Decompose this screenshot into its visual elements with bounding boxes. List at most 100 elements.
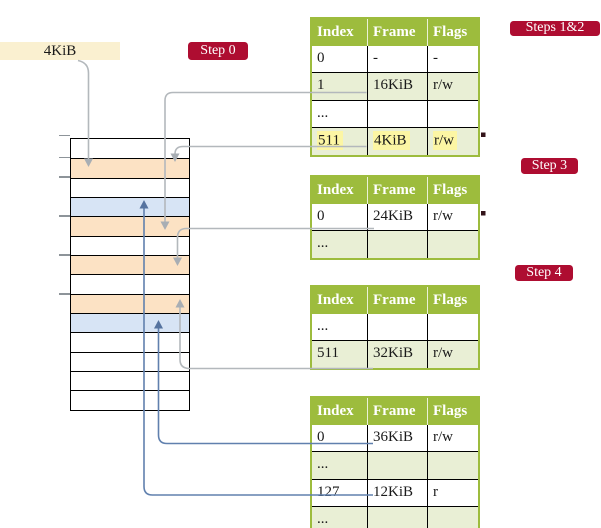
memory-cell-plain [71, 370, 189, 391]
cell-flags: r/w [427, 341, 478, 368]
cell-frame [367, 100, 427, 127]
cell-frame: - [367, 45, 427, 72]
cell-index: 511 [312, 128, 367, 155]
cell-flags [427, 452, 478, 479]
header-flags: Flags [427, 19, 478, 46]
table-header-row: Index Frame Flags [312, 287, 478, 314]
table-header-row: Index Frame Flags [312, 19, 478, 46]
memory-cell-plain [71, 351, 189, 371]
cell-index: 0 [317, 49, 325, 66]
memory-tick [59, 254, 70, 256]
cell-index: 127 [317, 483, 340, 500]
header-flags: Flags [427, 177, 478, 204]
memory-column [70, 138, 190, 411]
cell-frame: 4KiB [367, 128, 427, 155]
memory-cell-table [71, 254, 189, 275]
badge-step-4: Step 4 [515, 265, 573, 281]
page-table-level-4: Index Frame Flags 0 - - 1 16KiB r/w ... … [310, 17, 480, 157]
memory-tick [59, 134, 70, 137]
cell-frame: 12KiB [367, 479, 427, 506]
highlight-mark: 511 [317, 130, 343, 150]
memory-cell-plain [71, 332, 189, 352]
cell-flags: r [427, 479, 478, 506]
page-table-level-2: Index Frame Flags ... 511 32KiB r/w [310, 285, 480, 370]
table-row: 0 24KiB r/w [312, 203, 478, 230]
cell-index: ... [317, 104, 329, 121]
header-flags: Flags [427, 398, 478, 425]
header-index: Index [317, 182, 354, 198]
cell-index: 511 [317, 345, 339, 361]
cell-index: 0 [317, 428, 325, 445]
memory-cell-plain [71, 177, 189, 197]
header-frame: Frame [367, 177, 427, 204]
cell-flags: r/w [427, 203, 478, 230]
table-row: 0 - - [312, 45, 478, 72]
page-table-level-3: Index Frame Flags 0 24KiB r/w ... [310, 175, 480, 260]
cell-flags [427, 100, 478, 127]
table-header-row: Index Frame Flags [312, 177, 478, 204]
header-index: Index [317, 292, 354, 308]
cell-frame: 32KiB [367, 341, 427, 368]
cell-flags [427, 313, 478, 340]
badge-step-0: Step 0 [188, 42, 248, 60]
cell-flags: r/w [427, 73, 478, 100]
cell-frame: 24KiB [367, 203, 427, 230]
cell-flags: r/w [427, 424, 478, 451]
table-row: ... [312, 230, 478, 258]
table-header-row: Index Frame Flags [312, 398, 478, 425]
cell-flags: - [427, 45, 478, 72]
badge-step-3: Step 3 [521, 158, 578, 174]
table-row-highlighted: 511 4KiB r/w [312, 127, 478, 155]
table-row: ... [312, 451, 478, 479]
highlight-mark: r/w [433, 130, 457, 150]
table-row: 1 16KiB r/w [312, 72, 478, 100]
cell-frame [367, 452, 427, 479]
memory-cell-table [71, 158, 189, 178]
page-table-level-1: Index Frame Flags 0 36KiB r/w ... 127 12… [310, 396, 480, 528]
header-frame: Frame [367, 287, 427, 314]
frame-size-label: 4KiB [0, 42, 120, 60]
badge-steps-1-2: Steps 1&2 [510, 20, 600, 36]
highlight-mark: 4KiB [373, 130, 410, 150]
cell-flags [427, 507, 478, 528]
memory-cell-mapped [71, 196, 189, 217]
cell-index: 0 [317, 207, 325, 224]
cell-flags: r/w [427, 128, 478, 155]
table-row: 0 36KiB r/w [312, 424, 478, 451]
cell-index: ... [317, 317, 329, 334]
memory-cell-table [71, 293, 189, 313]
row-marker-dash [481, 132, 486, 137]
memory-cell-mapped [71, 312, 189, 333]
cell-index: ... [317, 511, 329, 527]
memory-tick [59, 176, 70, 178]
memory-cell-table [71, 216, 189, 236]
memory-tick [59, 156, 70, 159]
memory-cell-plain [71, 274, 189, 294]
table-row: ... [312, 313, 478, 340]
table-row: ... [312, 99, 478, 127]
cell-index: 1 [317, 77, 325, 93]
row-marker-dash [481, 211, 486, 216]
memory-cell-plain [71, 139, 189, 159]
table-row: 511 32KiB r/w [312, 340, 478, 368]
cell-frame [367, 313, 427, 340]
cell-flags [427, 231, 478, 258]
memory-cell-plain [71, 390, 189, 410]
cell-frame: 16KiB [367, 73, 427, 100]
memory-tick [59, 215, 70, 217]
table-row: 127 12KiB r [312, 478, 478, 506]
header-frame: Frame [367, 398, 427, 425]
cell-index: ... [317, 235, 329, 251]
header-frame: Frame [367, 19, 427, 46]
memory-cell-plain [71, 235, 189, 255]
header-flags: Flags [427, 287, 478, 314]
header-index: Index [317, 24, 354, 40]
cell-frame [367, 507, 427, 528]
header-index: Index [317, 403, 354, 419]
cell-index: ... [317, 456, 329, 472]
table-row: ... [312, 506, 478, 528]
row-markers [481, 132, 486, 216]
memory-tick [59, 293, 70, 295]
cell-frame: 36KiB [367, 424, 427, 451]
